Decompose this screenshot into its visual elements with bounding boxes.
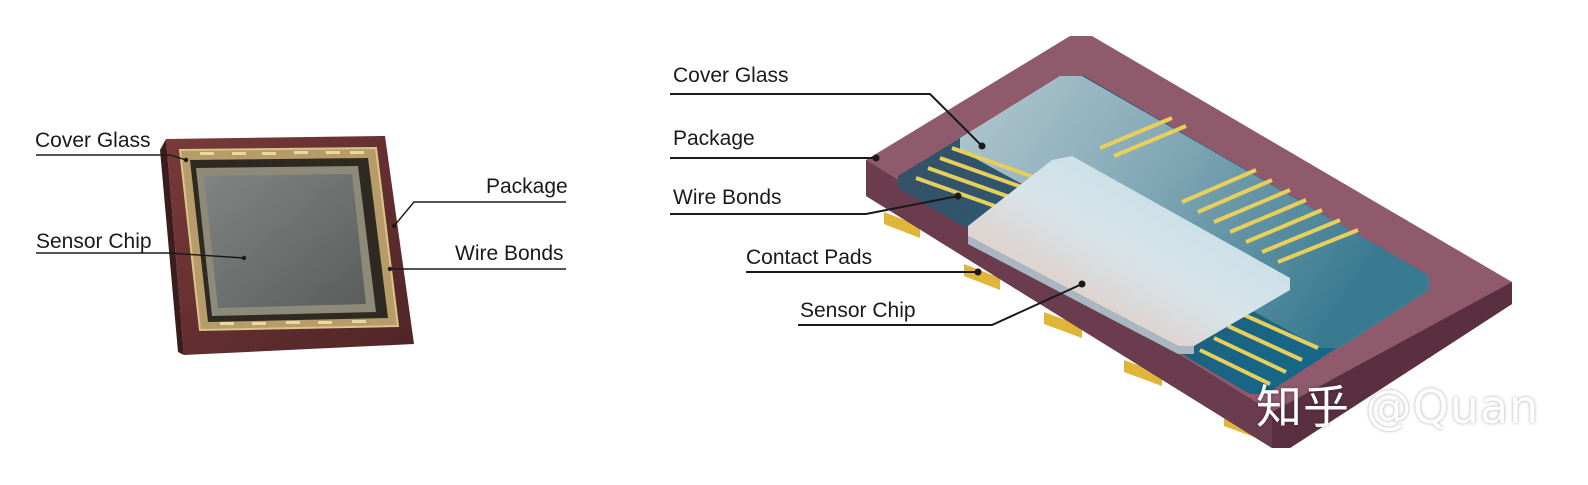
- left-leader-cover-glass: [36, 154, 187, 161]
- sensor-chip-top: [968, 156, 1290, 346]
- right-label-package: Package: [673, 127, 755, 150]
- right-leader-cover-glass: [670, 93, 983, 147]
- right-label-contact-pads: Contact Pads: [746, 246, 873, 269]
- left-label-sensor-chip: Sensor Chip: [36, 230, 152, 253]
- right-label-sensor-chip: Sensor Chip: [800, 299, 916, 322]
- right-leader-dots: [872, 142, 1086, 288]
- right-leader-wire-bonds: [670, 195, 959, 215]
- right-label-wire-bonds: Wire Bonds: [673, 186, 782, 209]
- left-leader-dots: [183, 157, 397, 272]
- right-package-illustration: [866, 36, 1512, 448]
- left-label-cover-glass: Cover Glass: [35, 129, 151, 152]
- left-sensor-area: [204, 174, 366, 308]
- right-leader-lines: [670, 93, 1083, 326]
- cover-glass: [960, 76, 1430, 348]
- right-label-cover-glass: Cover Glass: [673, 64, 789, 87]
- left-leader-package: [393, 201, 566, 227]
- left-label-wire-bonds: Wire Bonds: [455, 242, 564, 265]
- package-front-left: [866, 160, 1272, 448]
- left-package-side: [160, 139, 184, 355]
- left-label-package: Package: [486, 175, 568, 198]
- watermark: 知乎 @Quan: [1256, 380, 1540, 434]
- package-front-right: [1272, 282, 1512, 448]
- left-bond-dots: [200, 151, 366, 325]
- wire-bonds: [915, 116, 1359, 386]
- right-leader-sensor-chip: [798, 283, 1083, 326]
- left-leader-lines: [36, 154, 566, 270]
- left-leader-sensor-chip: [36, 252, 245, 259]
- left-sensor-illustration: [160, 136, 414, 355]
